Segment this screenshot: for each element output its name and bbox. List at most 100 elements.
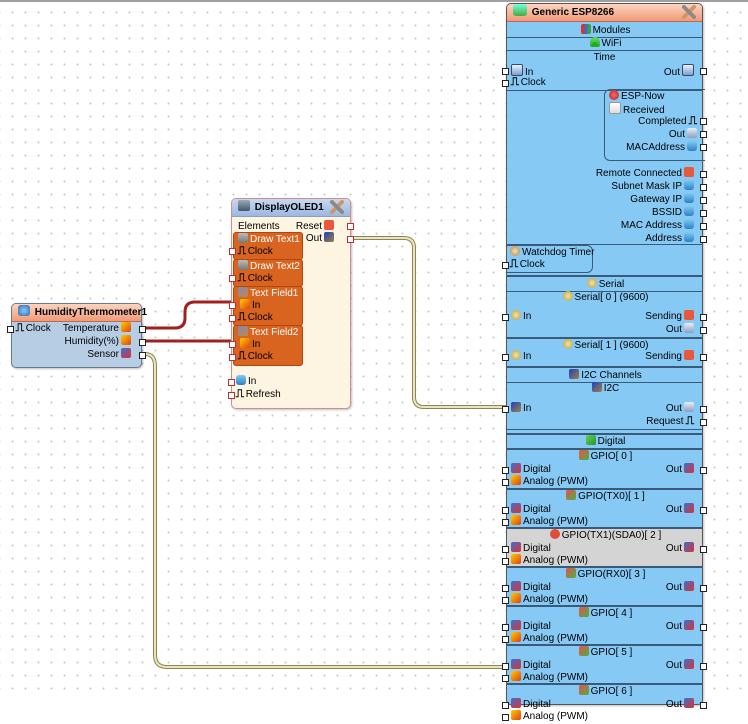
clock-input-pin[interactable] (7, 326, 14, 333)
wifi-label[interactable]: WiFi (507, 37, 702, 50)
serial1-sending-pin[interactable] (700, 354, 707, 361)
gpio-out-pin[interactable] (700, 624, 707, 631)
digital-label[interactable]: Digital (507, 435, 702, 448)
gpio-digital-pin[interactable] (502, 624, 509, 631)
i2c-channels-label[interactable]: I2C Channels (507, 369, 702, 382)
clock-icon: ⎍ (237, 350, 247, 362)
text-field2-clock-pin[interactable] (229, 354, 236, 361)
text-field1-in-pin[interactable] (229, 302, 236, 309)
serial1-in-pin[interactable] (502, 354, 509, 361)
gpio-digital-pin[interactable] (502, 663, 509, 670)
wire-i2c[interactable] (351, 237, 506, 408)
element-draw-text1[interactable]: Draw Text1 ⎍Clock (229, 232, 303, 260)
serial0-sending-pin[interactable] (700, 314, 707, 321)
i2c-out-pin[interactable] (700, 406, 707, 413)
elements-label: Elements (238, 221, 280, 232)
watchdog-timer-module[interactable]: Watchdog Timer ⎍Clock (506, 245, 594, 273)
display-oled-component[interactable]: DisplayOLED1 Elements Reset Out Draw Tex… (228, 198, 354, 409)
gpio-analog-pin[interactable] (502, 714, 509, 721)
subnet-mask-pin[interactable] (700, 184, 707, 191)
gpio-digital-pin[interactable] (502, 507, 509, 514)
humidity-output-pin[interactable] (139, 339, 146, 346)
draw-text2-clock-pin[interactable] (229, 275, 236, 282)
i2c-request-pin[interactable] (700, 419, 707, 426)
component-title[interactable]: DisplayOLED1 (232, 199, 350, 217)
component-title[interactable]: HumidityThermometer1 (12, 304, 147, 322)
gpio-label[interactable]: GPIO[ 0 ] (507, 450, 702, 463)
temperature-output-pin[interactable] (139, 326, 146, 333)
gpio-out-label: Out (666, 581, 696, 594)
gpio-label[interactable]: GPIO[ 4 ] (507, 607, 702, 620)
gpio-label[interactable]: GPIO(TX1)(SDA0)[ 2 ] (507, 529, 702, 542)
refresh-input-pin[interactable] (228, 392, 235, 399)
gpio-analog-pin[interactable] (502, 636, 509, 643)
gpio-analog-pin[interactable] (502, 479, 509, 486)
gpio-label[interactable]: GPIO(RX0)[ 3 ] (507, 568, 702, 581)
sensor-output-pin[interactable] (139, 352, 146, 359)
gpio-digital-pin[interactable] (502, 546, 509, 553)
i2c-in-pin[interactable] (502, 406, 509, 413)
esp8266-component[interactable]: Generic ESP8266 Modules WiFi Time In Out… (502, 3, 707, 722)
wire-sensor[interactable] (144, 353, 506, 668)
gpio-digital-pin[interactable] (502, 585, 509, 592)
gpio-analog-pin[interactable] (502, 597, 509, 604)
bssid-pin[interactable] (700, 210, 707, 217)
time-out-pin[interactable] (700, 68, 707, 75)
i2c-label[interactable]: I2C (507, 382, 702, 395)
gpio-out-pin[interactable] (700, 663, 707, 670)
out-output-pin[interactable] (347, 236, 354, 243)
modules-label[interactable]: Modules (507, 24, 702, 37)
serial0-in-pin[interactable] (502, 314, 509, 321)
text-field1-clock-pin[interactable] (229, 315, 236, 322)
remote-connected-pin[interactable] (700, 171, 707, 178)
time-in-pin[interactable] (502, 68, 509, 75)
gpio-label[interactable]: GPIO(TX0)[ 1 ] (507, 490, 702, 503)
component-title[interactable]: Generic ESP8266 (507, 4, 702, 22)
serial0-out-pin[interactable] (700, 327, 707, 334)
macaddress-pin[interactable] (700, 144, 707, 151)
text-field2-in-pin[interactable] (229, 341, 236, 348)
element-text-field1[interactable]: Text Field1 In ⎍Clock (229, 286, 303, 326)
serial0-label[interactable]: Serial[ 0 ] (9600) (507, 291, 702, 304)
mac-address-pin[interactable] (700, 223, 707, 230)
wire-temperature[interactable] (145, 300, 232, 330)
watchdog-icon (510, 246, 520, 256)
gpio-out-pin[interactable] (700, 546, 707, 553)
humidity-thermometer-component[interactable]: HumidityThermometer1 ⎍Clock Temperature … (7, 303, 147, 368)
draw-text1-clock-pin[interactable] (229, 248, 236, 255)
gpio-digital-pin[interactable] (502, 467, 509, 474)
time-clock-pin[interactable] (502, 80, 509, 87)
watchdog-clock-pin[interactable] (502, 262, 509, 269)
gpio-label[interactable]: GPIO[ 5 ] (507, 646, 702, 659)
gpio-digital-pin[interactable] (502, 702, 509, 709)
gpio-analog-pin[interactable] (502, 519, 509, 526)
gpio-out-pin[interactable] (700, 702, 707, 709)
in-input-pin[interactable] (228, 379, 235, 386)
address-pin[interactable] (700, 236, 707, 243)
gpio-analog-pin[interactable] (502, 558, 509, 565)
reset-output-pin[interactable] (347, 223, 354, 230)
gpio-out-pin[interactable] (700, 467, 707, 474)
gpio-label[interactable]: GPIO[ 6 ] (507, 685, 702, 698)
element-draw-text2[interactable]: Draw Text2 ⎍Clock (229, 259, 303, 287)
gateway-ip-pin[interactable] (700, 197, 707, 204)
edit-tools-icon[interactable] (330, 200, 344, 214)
edit-tools-icon[interactable] (682, 5, 696, 19)
completed-pin[interactable] (700, 118, 707, 125)
gpio-out-pin[interactable] (700, 507, 707, 514)
serial1-label[interactable]: Serial[ 1 ] (9600) (507, 339, 702, 352)
element-text-field2[interactable]: Text Field2 In ⎍Clock (229, 325, 303, 366)
espnow-out-pin[interactable] (700, 131, 707, 138)
gpio-out-pin[interactable] (700, 585, 707, 592)
esp-now-module[interactable]: ESP-Now Received Completed ⎍ Out MACAddr… (604, 89, 705, 161)
digital-pin-icon (684, 463, 694, 473)
gpio-analog-pin[interactable] (502, 675, 509, 682)
serial-label[interactable]: Serial (507, 278, 702, 291)
